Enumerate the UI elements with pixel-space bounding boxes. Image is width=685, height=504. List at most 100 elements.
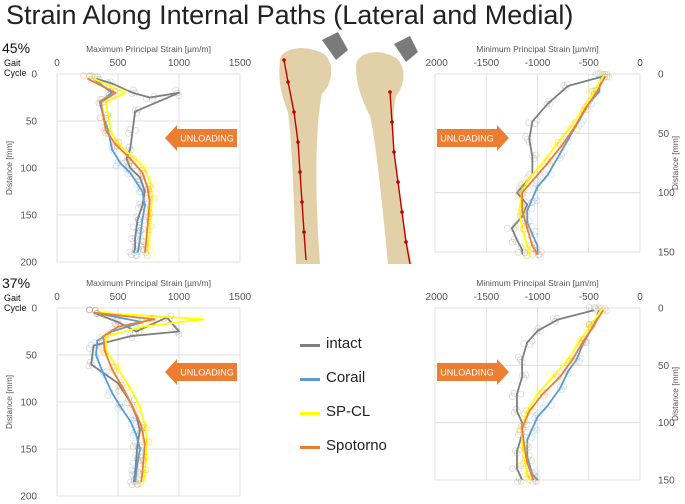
data-point-marker — [129, 443, 137, 450]
data-point-marker — [533, 248, 540, 256]
x-tick-label: -1500 — [473, 58, 499, 69]
data-point-marker — [508, 238, 516, 246]
data-point-marker — [140, 469, 148, 477]
data-point-marker — [517, 423, 525, 430]
x-tick-label: -1000 — [525, 292, 551, 303]
data-point-marker — [144, 453, 152, 461]
data-point-marker — [141, 453, 149, 461]
data-point-marker — [167, 312, 175, 320]
data-point-marker — [573, 126, 581, 133]
data-point-marker — [592, 70, 600, 78]
data-point-marker — [128, 401, 136, 408]
data-point-marker — [143, 210, 151, 218]
data-point-marker — [152, 190, 160, 198]
data-point-marker — [569, 126, 577, 133]
x-tick-label: 1000 — [168, 292, 191, 303]
data-point-marker — [148, 438, 155, 446]
data-point-marker — [86, 306, 93, 314]
data-point-marker — [136, 479, 144, 487]
data-point-marker — [126, 331, 134, 339]
data-point-marker — [150, 314, 158, 322]
data-point-marker — [529, 250, 537, 258]
series-line-corail — [526, 310, 600, 481]
y-tick-label: 200 — [20, 492, 37, 503]
data-point-marker — [539, 389, 547, 397]
data-point-marker — [537, 248, 545, 256]
data-point-marker — [129, 459, 137, 467]
data-point-marker — [127, 170, 135, 177]
unloading-label: UNLOADING — [180, 134, 234, 144]
data-point-marker — [571, 358, 579, 365]
data-point-marker — [128, 334, 136, 342]
series-spotorno — [515, 304, 611, 485]
data-point-marker — [108, 111, 116, 119]
data-point-marker — [135, 401, 143, 408]
data-point-marker — [132, 252, 140, 259]
data-point-marker — [139, 479, 147, 487]
x-tick-label: 0 — [54, 292, 60, 303]
femur-lateral-path — [279, 32, 348, 264]
y-tick-label: 100 — [658, 418, 675, 429]
data-point-marker — [601, 304, 609, 312]
data-point-marker — [140, 217, 148, 224]
x-tick-label: -2000 — [425, 292, 448, 303]
data-point-marker — [508, 393, 516, 401]
data-point-marker — [100, 127, 108, 134]
legend-label-intact: intact — [326, 335, 362, 352]
data-point-marker — [140, 162, 148, 170]
data-point-marker — [133, 480, 141, 488]
data-point-marker — [132, 127, 140, 134]
data-point-marker — [582, 103, 589, 111]
data-point-marker — [134, 216, 142, 224]
y-tick-label: 100 — [20, 164, 37, 175]
data-point-marker — [512, 405, 520, 413]
data-point-marker — [516, 356, 524, 363]
x-tick-label: 0 — [54, 58, 60, 69]
series-line-spotorno — [93, 311, 156, 483]
y-tick-label: 50 — [26, 351, 38, 362]
series-line-spotorno — [87, 77, 151, 253]
data-point-marker — [130, 237, 137, 245]
series-spotorno — [79, 72, 158, 259]
data-point-marker — [528, 457, 536, 465]
data-point-marker — [542, 388, 550, 396]
data-point-marker — [138, 167, 145, 174]
data-point-marker — [115, 387, 123, 395]
data-point-marker — [548, 139, 556, 146]
data-point-marker — [527, 251, 535, 259]
unloading-arrow: UNLOADING — [437, 359, 509, 385]
series-corail — [520, 70, 609, 261]
gait-cycle-label-top: Gait Cycle — [4, 58, 27, 78]
femur-illustration — [279, 32, 418, 264]
data-point-marker — [595, 70, 602, 78]
data-point-marker — [535, 251, 543, 259]
data-point-marker — [525, 217, 533, 225]
x-tick-label: 1500 — [229, 292, 252, 303]
x-tick-label: -1000 — [525, 58, 551, 69]
data-point-marker — [581, 336, 588, 344]
data-point-marker — [125, 167, 133, 174]
data-point-marker — [533, 426, 541, 434]
legend-swatch-spotorno — [300, 446, 320, 449]
data-point-marker — [127, 478, 134, 486]
data-point-marker — [135, 460, 143, 468]
unloading-arrow-shape — [437, 125, 509, 151]
data-point-marker — [552, 370, 560, 378]
series-line-intact — [516, 309, 595, 481]
legend-swatch-intact — [300, 344, 320, 347]
data-point-marker — [527, 477, 535, 485]
data-point-marker — [532, 228, 540, 235]
data-point-marker — [567, 358, 575, 365]
series-line-spcl — [99, 311, 205, 483]
figure-title: Strain Along Internal Paths (Lateral and… — [6, 0, 574, 30]
data-point-marker — [532, 151, 540, 159]
series-line-spcl — [93, 77, 154, 253]
data-point-marker — [595, 70, 602, 78]
legend-swatch-spcl — [300, 412, 320, 415]
data-point-marker — [126, 248, 134, 256]
data-point-marker — [117, 138, 125, 146]
